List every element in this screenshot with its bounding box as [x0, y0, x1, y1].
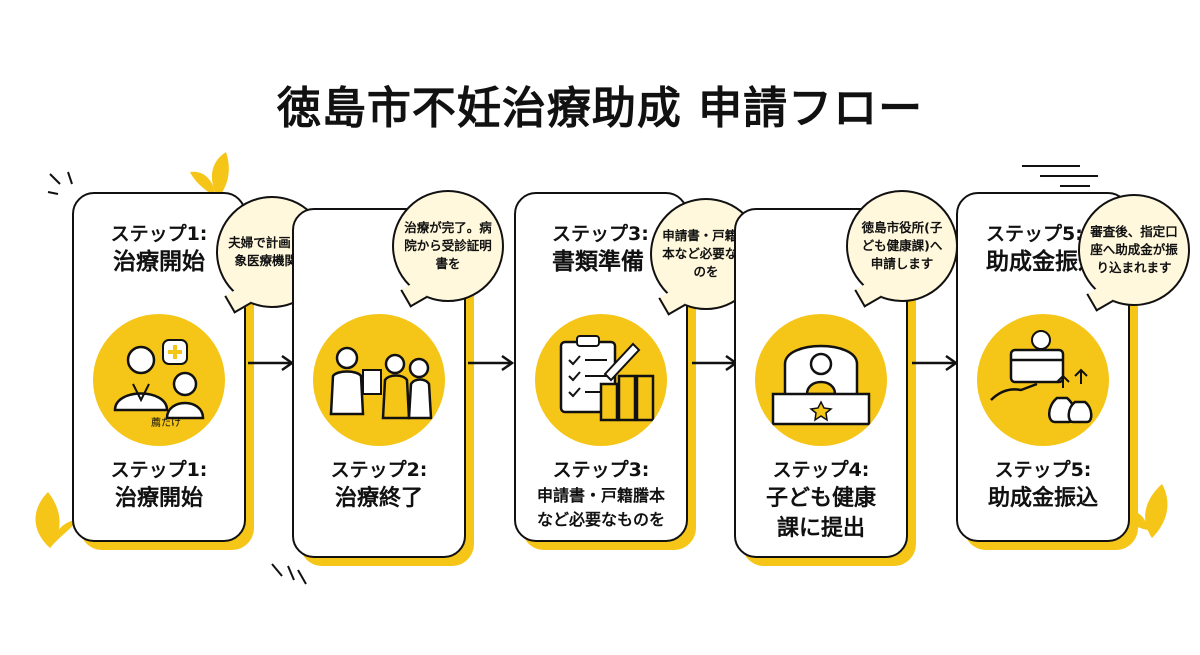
- bubble-text: 審査後、指定口座へ助成金が振り込まれます: [1090, 224, 1178, 275]
- bubble-text: 徳島市役所(子ども健康課)へ申請します: [861, 220, 943, 271]
- bottom-step-label: ステップ4:: [772, 459, 870, 481]
- card-top-label: ステップ3: 書類準備: [516, 220, 686, 276]
- top-step-label: ステップ5:: [986, 223, 1083, 245]
- flow-arrow-2: [466, 353, 516, 373]
- bottom-step-name: 申請書・戸籍謄本など必要なものを: [536, 486, 665, 529]
- page-title: 徳島市不妊治療助成 申請フロー: [276, 83, 924, 134]
- step-illustration: [313, 314, 445, 446]
- card-and-money-bags-icon: [990, 330, 1093, 424]
- speech-bubble-2: 治療が完了。病院から受診証明書を: [392, 190, 504, 308]
- flow-arrow-1: [246, 353, 296, 373]
- bottom-step-label: ステップ2:: [330, 459, 428, 481]
- speed-lines-icon: [1022, 165, 1098, 187]
- top-step-name: 書類準備: [552, 249, 644, 275]
- illustration-caption: 薦たけ: [151, 417, 181, 429]
- step-illustration: [755, 314, 887, 446]
- bubble-text: 治療が完了。病院から受診証明書を: [404, 220, 492, 271]
- bottom-step-label: ステップ1:: [110, 459, 208, 481]
- speech-bubble-4: 徳島市役所(子ども健康課)へ申請します: [846, 190, 958, 308]
- bottom-step-name: 子ども健康課に提出: [765, 486, 876, 541]
- reception-desk-icon: [771, 344, 871, 426]
- card-bottom-label: ステップ5: 助成金振込: [958, 456, 1128, 514]
- step-card-4: ステップ4: 子ども健康課に提出: [734, 208, 908, 558]
- sparkle-lines-icon: [47, 171, 73, 195]
- top-step-label: ステップ3:: [552, 223, 649, 245]
- step-illustration: [977, 314, 1109, 446]
- card-bottom-label: ステップ3: 申請書・戸籍謄本など必要なものを: [516, 456, 686, 532]
- card-bottom-label: ステップ1: 治療開始: [74, 456, 244, 514]
- bubble-text: 申請書・戸籍謄本など必要なものを: [662, 228, 750, 279]
- flow-arrow-4: [910, 353, 960, 373]
- bottom-step-name: 治療終了: [334, 486, 423, 511]
- doctor-and-couple-icon: [329, 346, 433, 420]
- bottom-step-label: ステップ3:: [552, 459, 650, 481]
- sparkle-lines-bottom-icon: [271, 563, 307, 585]
- doctor-and-patient-icon: 薦たけ: [113, 339, 205, 429]
- step-card-1: ステップ1: 治療開始 薦たけ ステップ1: 治療開始: [72, 192, 246, 542]
- leaf-decoration-left-icon: [35, 492, 78, 548]
- step-card-3: ステップ3: 書類準備 ステップ3: 申請書・戸籍謄本など必要なものを: [514, 192, 688, 542]
- bottom-step-name: 助成金振込: [987, 486, 1098, 511]
- step-illustration: [535, 314, 667, 446]
- clipboard-and-binders-icon: [559, 335, 655, 422]
- step-illustration: 薦たけ: [93, 314, 225, 446]
- top-step-name: 治療開始: [113, 249, 205, 275]
- bottom-step-label: ステップ5:: [994, 459, 1092, 481]
- leaf-decoration-top-icon: [190, 152, 229, 198]
- card-top-label: ステップ1: 治療開始: [74, 220, 244, 276]
- card-bottom-label: ステップ4: 子ども健康課に提出: [736, 456, 906, 544]
- card-bottom-label: ステップ2: 治療終了: [294, 456, 464, 514]
- top-step-label: ステップ1:: [110, 223, 208, 245]
- flow-arrow-3: [690, 353, 740, 373]
- bottom-step-name: 治療開始: [114, 486, 203, 511]
- speech-bubble-5: 審査後、指定口座へ助成金が振り込まれます: [1078, 194, 1190, 312]
